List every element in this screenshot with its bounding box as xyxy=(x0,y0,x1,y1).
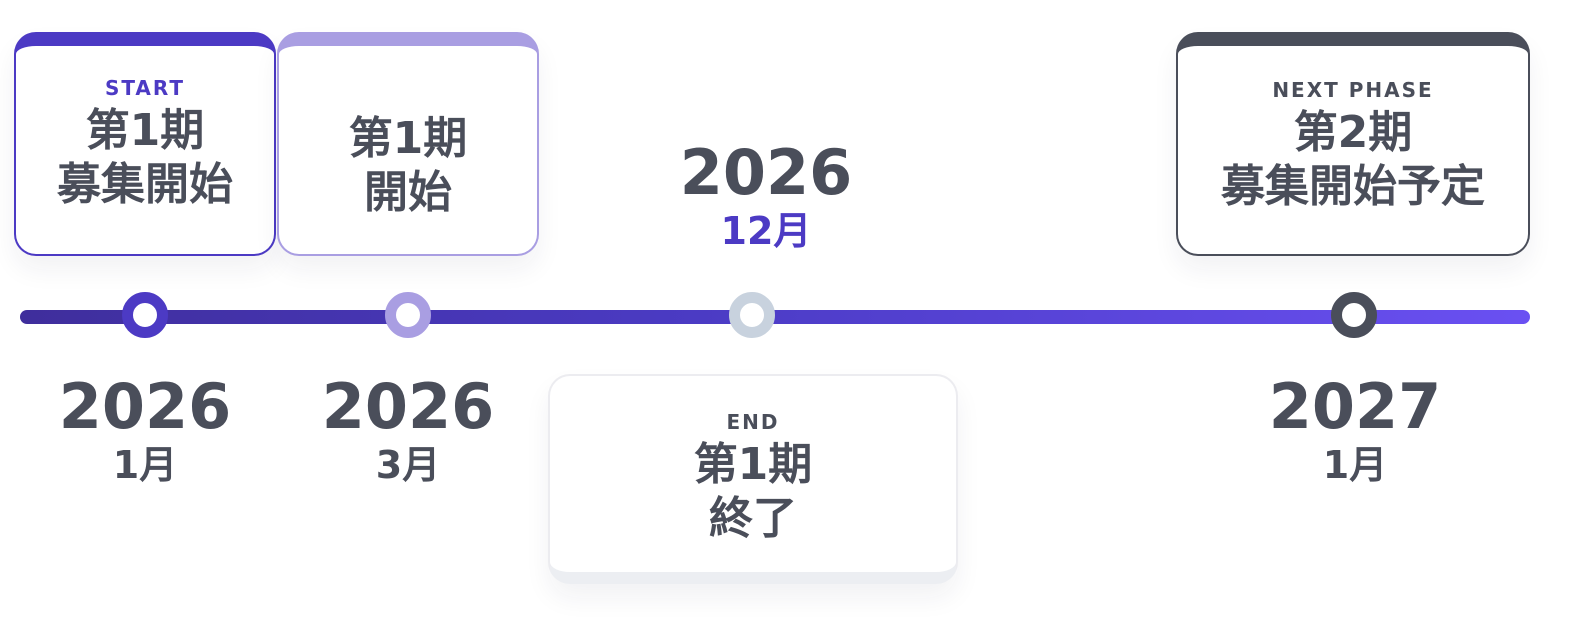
timeline-node-next-phase xyxy=(1331,292,1377,338)
milestone-title-line2: 終了 xyxy=(709,493,797,544)
milestone-title-line2: 募集開始 xyxy=(57,159,233,210)
milestone-card-open: 第1期 開始 xyxy=(277,32,539,256)
timeline-node-end xyxy=(729,292,775,338)
milestone-tag: START xyxy=(104,76,186,100)
milestone-date-open: 2026 3月 xyxy=(298,372,518,488)
milestone-title-line1: 第1期 xyxy=(85,105,205,156)
milestone-year: 2026 xyxy=(679,136,853,209)
milestone-month: 1月 xyxy=(1322,443,1388,487)
milestone-month: 12月 xyxy=(720,209,812,253)
milestone-card-end: END 第1期 終了 xyxy=(548,374,958,584)
milestone-date-start: 2026 1月 xyxy=(35,372,255,488)
milestone-year: 2026 xyxy=(58,370,232,443)
milestone-card-start: START 第1期 募集開始 xyxy=(14,32,276,256)
timeline-node-start xyxy=(122,292,168,338)
milestone-month: 1月 xyxy=(112,443,178,487)
timeline-line xyxy=(20,310,1530,324)
milestone-month: 3月 xyxy=(375,443,441,487)
milestone-tag: END xyxy=(726,410,780,434)
milestone-year: 2026 xyxy=(321,370,495,443)
milestone-title-line1: 第1期 xyxy=(693,439,813,490)
milestone-title-line2: 開始 xyxy=(364,167,452,218)
timeline-node-open xyxy=(385,292,431,338)
milestone-title-line2: 募集開始予定 xyxy=(1221,161,1485,212)
milestone-title-line1: 第2期 xyxy=(1293,107,1413,158)
milestone-date-end: 2026 12月 xyxy=(656,138,876,254)
milestone-year: 2027 xyxy=(1268,370,1442,443)
milestone-title-line1: 第1期 xyxy=(348,113,468,164)
milestone-date-next-phase: 2027 1月 xyxy=(1245,372,1465,488)
milestone-tag: NEXT PHASE xyxy=(1272,78,1434,102)
milestone-card-next-phase: NEXT PHASE 第2期 募集開始予定 xyxy=(1176,32,1530,256)
